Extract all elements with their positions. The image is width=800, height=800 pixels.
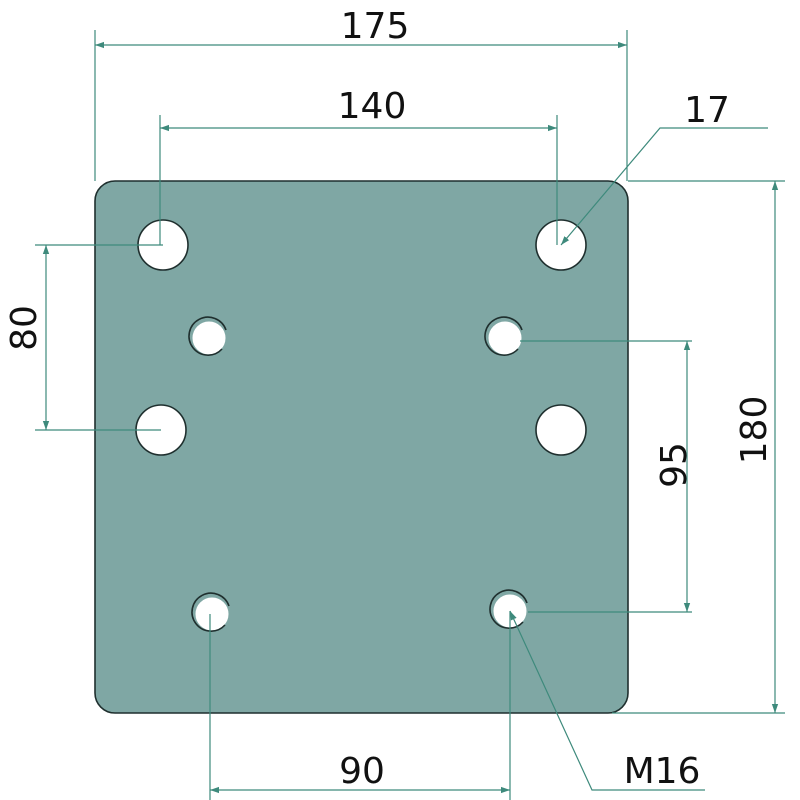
- large-holes: [135, 219, 587, 456]
- dimension-left-vertical-spacing: 80: [4, 244, 163, 431]
- dimension-label: 17: [684, 90, 730, 131]
- threaded-hole: [484, 316, 523, 356]
- dimension-label: 180: [734, 396, 775, 465]
- dimension-thread-size: M16: [509, 610, 705, 792]
- dimension-label: 175: [341, 6, 410, 47]
- dimension-label: M16: [624, 751, 701, 792]
- dimension-label: 140: [338, 86, 407, 127]
- plate: [94, 180, 629, 714]
- hole: [535, 404, 587, 456]
- dimension-top-hole-spacing: 140: [159, 86, 558, 245]
- threaded-hole: [191, 592, 230, 632]
- dimension-label: 95: [654, 442, 695, 488]
- dimension-label: 80: [4, 305, 45, 351]
- dimension-right-vertical-spacing: 95: [520, 340, 695, 613]
- dimension-overall-width: 175: [94, 6, 628, 181]
- dimension-label: 90: [339, 751, 385, 792]
- dimension-overall-height: 180: [612, 180, 785, 714]
- dimension-bottom-thread-spacing: 90: [209, 611, 511, 800]
- threaded-hole: [188, 316, 227, 356]
- dimension-hole-diameter: 17: [560, 90, 768, 246]
